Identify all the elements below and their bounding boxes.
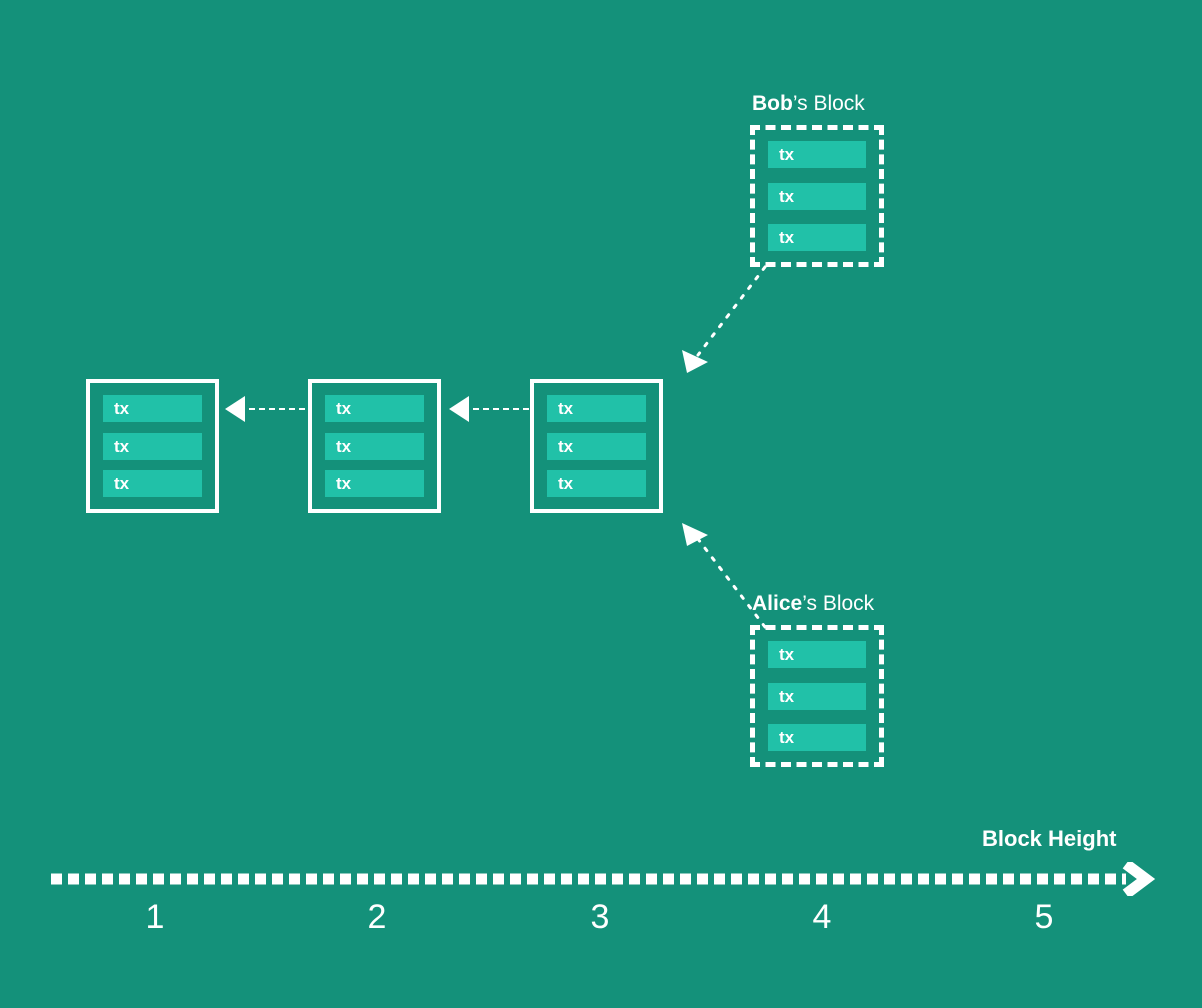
right-chevron-arrow-icon xyxy=(1122,862,1156,896)
axis-tick-1: 1 xyxy=(145,898,165,936)
triangle-arrowhead-icon xyxy=(682,350,708,373)
axis-line xyxy=(51,862,1156,896)
connector-shaft xyxy=(473,408,529,410)
connector-bob-to-block3 xyxy=(682,265,767,373)
chain-block-3-tx-3: tx xyxy=(547,470,646,497)
chain-block-2-tx-1: tx xyxy=(325,395,424,422)
chain-block-1-tx-2: tx xyxy=(103,432,202,460)
bob-block-caption-suffix: ’s Block xyxy=(792,92,865,115)
connector-block3-to-block2 xyxy=(449,396,529,422)
axis-tick-3: 3 xyxy=(590,898,610,936)
axis-title: Block Height xyxy=(982,826,1117,851)
chain-block-1-tx-1: tx xyxy=(103,395,202,422)
axis-tick-4: 4 xyxy=(812,898,832,936)
alice-block-tx-1: tx xyxy=(768,641,866,668)
dotted-line xyxy=(696,265,767,357)
bob-block-owner-name: Bob xyxy=(752,92,793,115)
alice-block-owner-name: Alice xyxy=(752,592,803,615)
bob-block-tx-1: tx xyxy=(768,141,866,168)
triangle-arrowhead-icon xyxy=(682,523,708,546)
bob-block-caption: Bob’s Block xyxy=(752,93,865,114)
chain-block-2-tx-2: tx xyxy=(325,432,424,460)
chain-block-3-tx-1: tx xyxy=(547,395,646,422)
connector-block2-to-block1 xyxy=(225,396,305,422)
alice-block-caption: Alice’s Block xyxy=(752,593,874,614)
bob-block[interactable]: tx tx tx xyxy=(750,125,884,267)
dotted-line xyxy=(696,537,767,629)
alice-block-caption-suffix: ’s Block xyxy=(802,592,875,615)
connector-alice-to-block3 xyxy=(682,523,767,629)
chain-block-1[interactable]: tx tx tx xyxy=(86,379,219,513)
chain-block-2-tx-3: tx xyxy=(325,470,424,497)
alice-block-tx-3: tx xyxy=(768,724,866,751)
chain-block-3[interactable]: tx tx tx xyxy=(530,379,663,513)
left-arrowhead-icon xyxy=(225,396,245,422)
connector-shaft xyxy=(249,408,305,410)
left-arrowhead-icon xyxy=(449,396,469,422)
axis-tick-5: 5 xyxy=(1034,898,1054,936)
chain-block-1-tx-3: tx xyxy=(103,470,202,497)
axis-tick-2: 2 xyxy=(367,898,387,936)
chain-block-2[interactable]: tx tx tx xyxy=(308,379,441,513)
alice-block-tx-2: tx xyxy=(768,682,866,710)
alice-block[interactable]: tx tx tx xyxy=(750,625,884,767)
chain-block-3-tx-2: tx xyxy=(547,432,646,460)
bob-block-tx-3: tx xyxy=(768,224,866,251)
bob-block-tx-2: tx xyxy=(768,182,866,210)
